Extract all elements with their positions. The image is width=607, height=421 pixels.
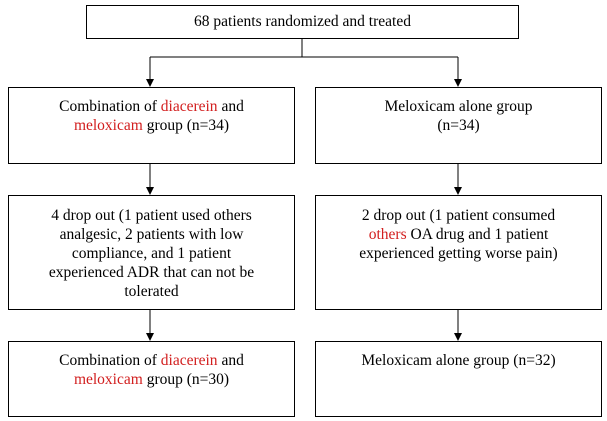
combination-group-line2: meloxicam group (n=34)	[9, 116, 294, 135]
dropout-line: others OA drug and 1 patient	[316, 225, 601, 244]
dropout-text: OA drug and 1 patient	[406, 226, 549, 243]
diacerein-label: diacerein	[160, 352, 218, 369]
group-count: group (n=30)	[142, 371, 230, 388]
dropout-line: 2 drop out (1 patient consumed	[361, 207, 556, 224]
meloxicam-label: meloxicam	[73, 371, 143, 388]
dropout-line: 4 drop out (1 patient used others	[51, 207, 252, 224]
combination-final-line2: meloxicam group (n=30)	[9, 370, 294, 389]
dropout-line: experienced getting worse pain)	[359, 245, 558, 262]
dropout-line: tolerated	[124, 283, 179, 300]
dropout-line: experienced ADR that can not be	[48, 264, 255, 281]
dropout-line: analgesic, 2 patients with low	[59, 226, 244, 243]
meloxicam-label: meloxicam	[73, 117, 143, 134]
group-count: group (n=34)	[142, 117, 230, 134]
combination-group-line1: Combination of diacerein and	[9, 97, 294, 116]
combination-dropout-box: 4 drop out (1 patient used others analge…	[8, 195, 295, 310]
meloxicam-group-box: Meloxicam alone group (n=34)	[315, 87, 602, 164]
combination-group-box: Combination of diacerein and meloxicam g…	[8, 87, 295, 164]
combination-final-line1: Combination of diacerein and	[9, 351, 294, 370]
meloxicam-final-text: Meloxicam alone group (n=32)	[361, 352, 556, 369]
text-prefix: Combination of	[59, 98, 161, 115]
diacerein-label: diacerein	[160, 98, 218, 115]
dropout-line: compliance, and 1 patient	[71, 245, 232, 262]
meloxicam-final-box: Meloxicam alone group (n=32)	[315, 341, 602, 417]
randomized-box: 68 patients randomized and treated	[86, 5, 519, 39]
meloxicam-group-count: (n=34)	[437, 117, 480, 134]
others-label: others	[368, 226, 407, 243]
text-suffix: and	[217, 98, 244, 115]
text-prefix: Combination of	[59, 352, 161, 369]
randomized-text: 68 patients randomized and treated	[194, 13, 411, 30]
meloxicam-group-line1: Meloxicam alone group	[384, 98, 533, 115]
text-suffix: and	[217, 352, 244, 369]
meloxicam-dropout-box: 2 drop out (1 patient consumed others OA…	[315, 195, 602, 310]
combination-final-box: Combination of diacerein and meloxicam g…	[8, 341, 295, 417]
